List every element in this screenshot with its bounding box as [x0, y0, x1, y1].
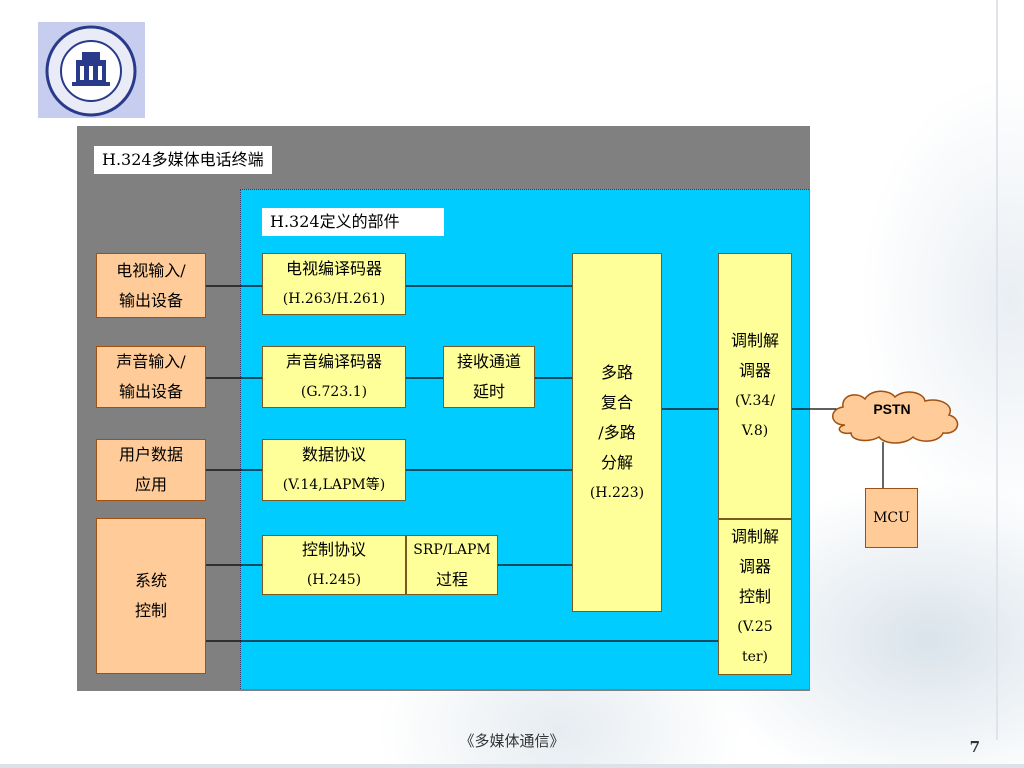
system-control: 系统控制	[96, 518, 206, 674]
box-line: 控制	[738, 587, 771, 606]
decorative-rule	[996, 0, 998, 740]
mcu-box: MCU	[865, 488, 918, 548]
box-line: 系统	[134, 571, 167, 590]
box-line: (H.263/H.261)	[282, 291, 386, 307]
modem: 调制解 调器 (V.34/ V.8)	[718, 253, 792, 519]
srp-lapm-procedure: SRP/LAPM 过程	[406, 535, 498, 595]
box-line: 分解	[600, 452, 633, 472]
box-line: V.8)	[741, 423, 769, 439]
box-line: 多路	[600, 362, 633, 382]
box-line: 调制解	[730, 527, 779, 546]
box-line: (V.14,LAPM等)	[282, 477, 386, 493]
video-codec: 电视编译码器 (H.263/H.261)	[262, 253, 406, 315]
box-line: 接收通道	[456, 352, 521, 371]
video-io-device: 电视输入/输出设备	[96, 253, 206, 318]
decorative-rule	[0, 764, 1024, 768]
modem-control: 调制解 调器 控制 (V.25 ter)	[718, 519, 792, 675]
box-line: 应用	[134, 475, 167, 494]
box-line: 电视编译码器	[285, 259, 382, 278]
box-line: 用户数据	[118, 445, 183, 464]
multiplex-demultiplex: 多路 复合 /多路 分解 (H.223)	[572, 253, 662, 612]
box-line: SRP/LAPM	[413, 542, 491, 558]
box-line: 声音编译码器	[285, 352, 382, 371]
pstn-cloud-icon	[832, 390, 959, 444]
pstn-label: PSTN	[873, 401, 911, 417]
university-logo	[38, 22, 145, 118]
box-line: (V.34/	[734, 393, 776, 409]
page-number: 7	[969, 738, 980, 756]
box-line: 复合	[600, 392, 633, 412]
control-protocol: 控制协议 (H.245)	[262, 535, 406, 595]
box-line: 输出设备	[118, 290, 183, 310]
box-line: 调器	[738, 557, 771, 576]
box-line: 延时	[472, 382, 505, 401]
box-line: 数据协议	[301, 445, 366, 464]
box-line: (H.223)	[589, 484, 645, 501]
data-protocol: 数据协议 (V.14,LAPM等)	[262, 439, 406, 501]
box-line: 调器	[738, 361, 771, 380]
box-line: (G.723.1)	[300, 384, 368, 400]
box-line: ter)	[741, 649, 769, 665]
box-line: /多路	[598, 422, 636, 442]
audio-codec: 声音编译码器 (G.723.1)	[262, 346, 406, 408]
outer-title: H.324多媒体电话终端	[94, 146, 272, 174]
box-line: 电视输入/	[116, 260, 186, 280]
audio-io-device: 声音输入/输出设备	[96, 346, 206, 408]
box-line: 输出设备	[118, 382, 183, 401]
box-line: MCU	[873, 510, 910, 526]
box-line: 调制解	[730, 331, 779, 350]
inner-title: H.324定义的部件	[262, 208, 444, 236]
box-line: (H.245)	[306, 572, 362, 588]
footer-title: 《多媒体通信》	[459, 732, 565, 750]
box-line: 控制协议	[301, 540, 366, 559]
box-line: 声音输入/	[116, 352, 186, 371]
receive-path-delay: 接收通道延时	[443, 346, 535, 408]
box-line: 控制	[134, 601, 167, 620]
box-line: 过程	[435, 570, 468, 589]
box-line: (V.25	[737, 619, 773, 635]
user-data-application: 用户数据应用	[96, 439, 206, 501]
